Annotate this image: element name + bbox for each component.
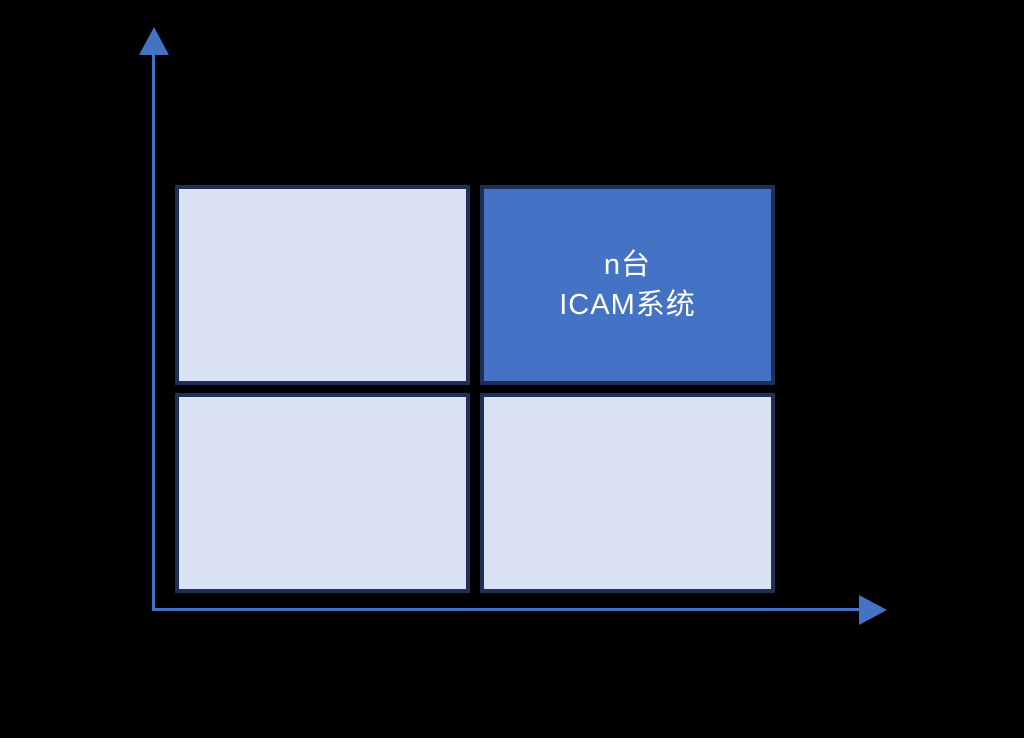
quadrant-bottom-right bbox=[480, 393, 775, 593]
x-axis-line bbox=[152, 608, 862, 611]
y-axis-arrowhead-icon bbox=[139, 27, 169, 55]
quadrant-top-right-highlighted: n台 ICAM系统 bbox=[480, 185, 775, 385]
highlight-label-line1: n台 bbox=[603, 249, 652, 281]
quadrant-top-left bbox=[175, 185, 470, 385]
x-axis-arrowhead-icon bbox=[859, 595, 887, 625]
quadrant-bottom-left bbox=[175, 393, 470, 593]
highlight-label-line2: ICAM系统 bbox=[559, 289, 696, 321]
y-axis-line bbox=[152, 48, 155, 611]
